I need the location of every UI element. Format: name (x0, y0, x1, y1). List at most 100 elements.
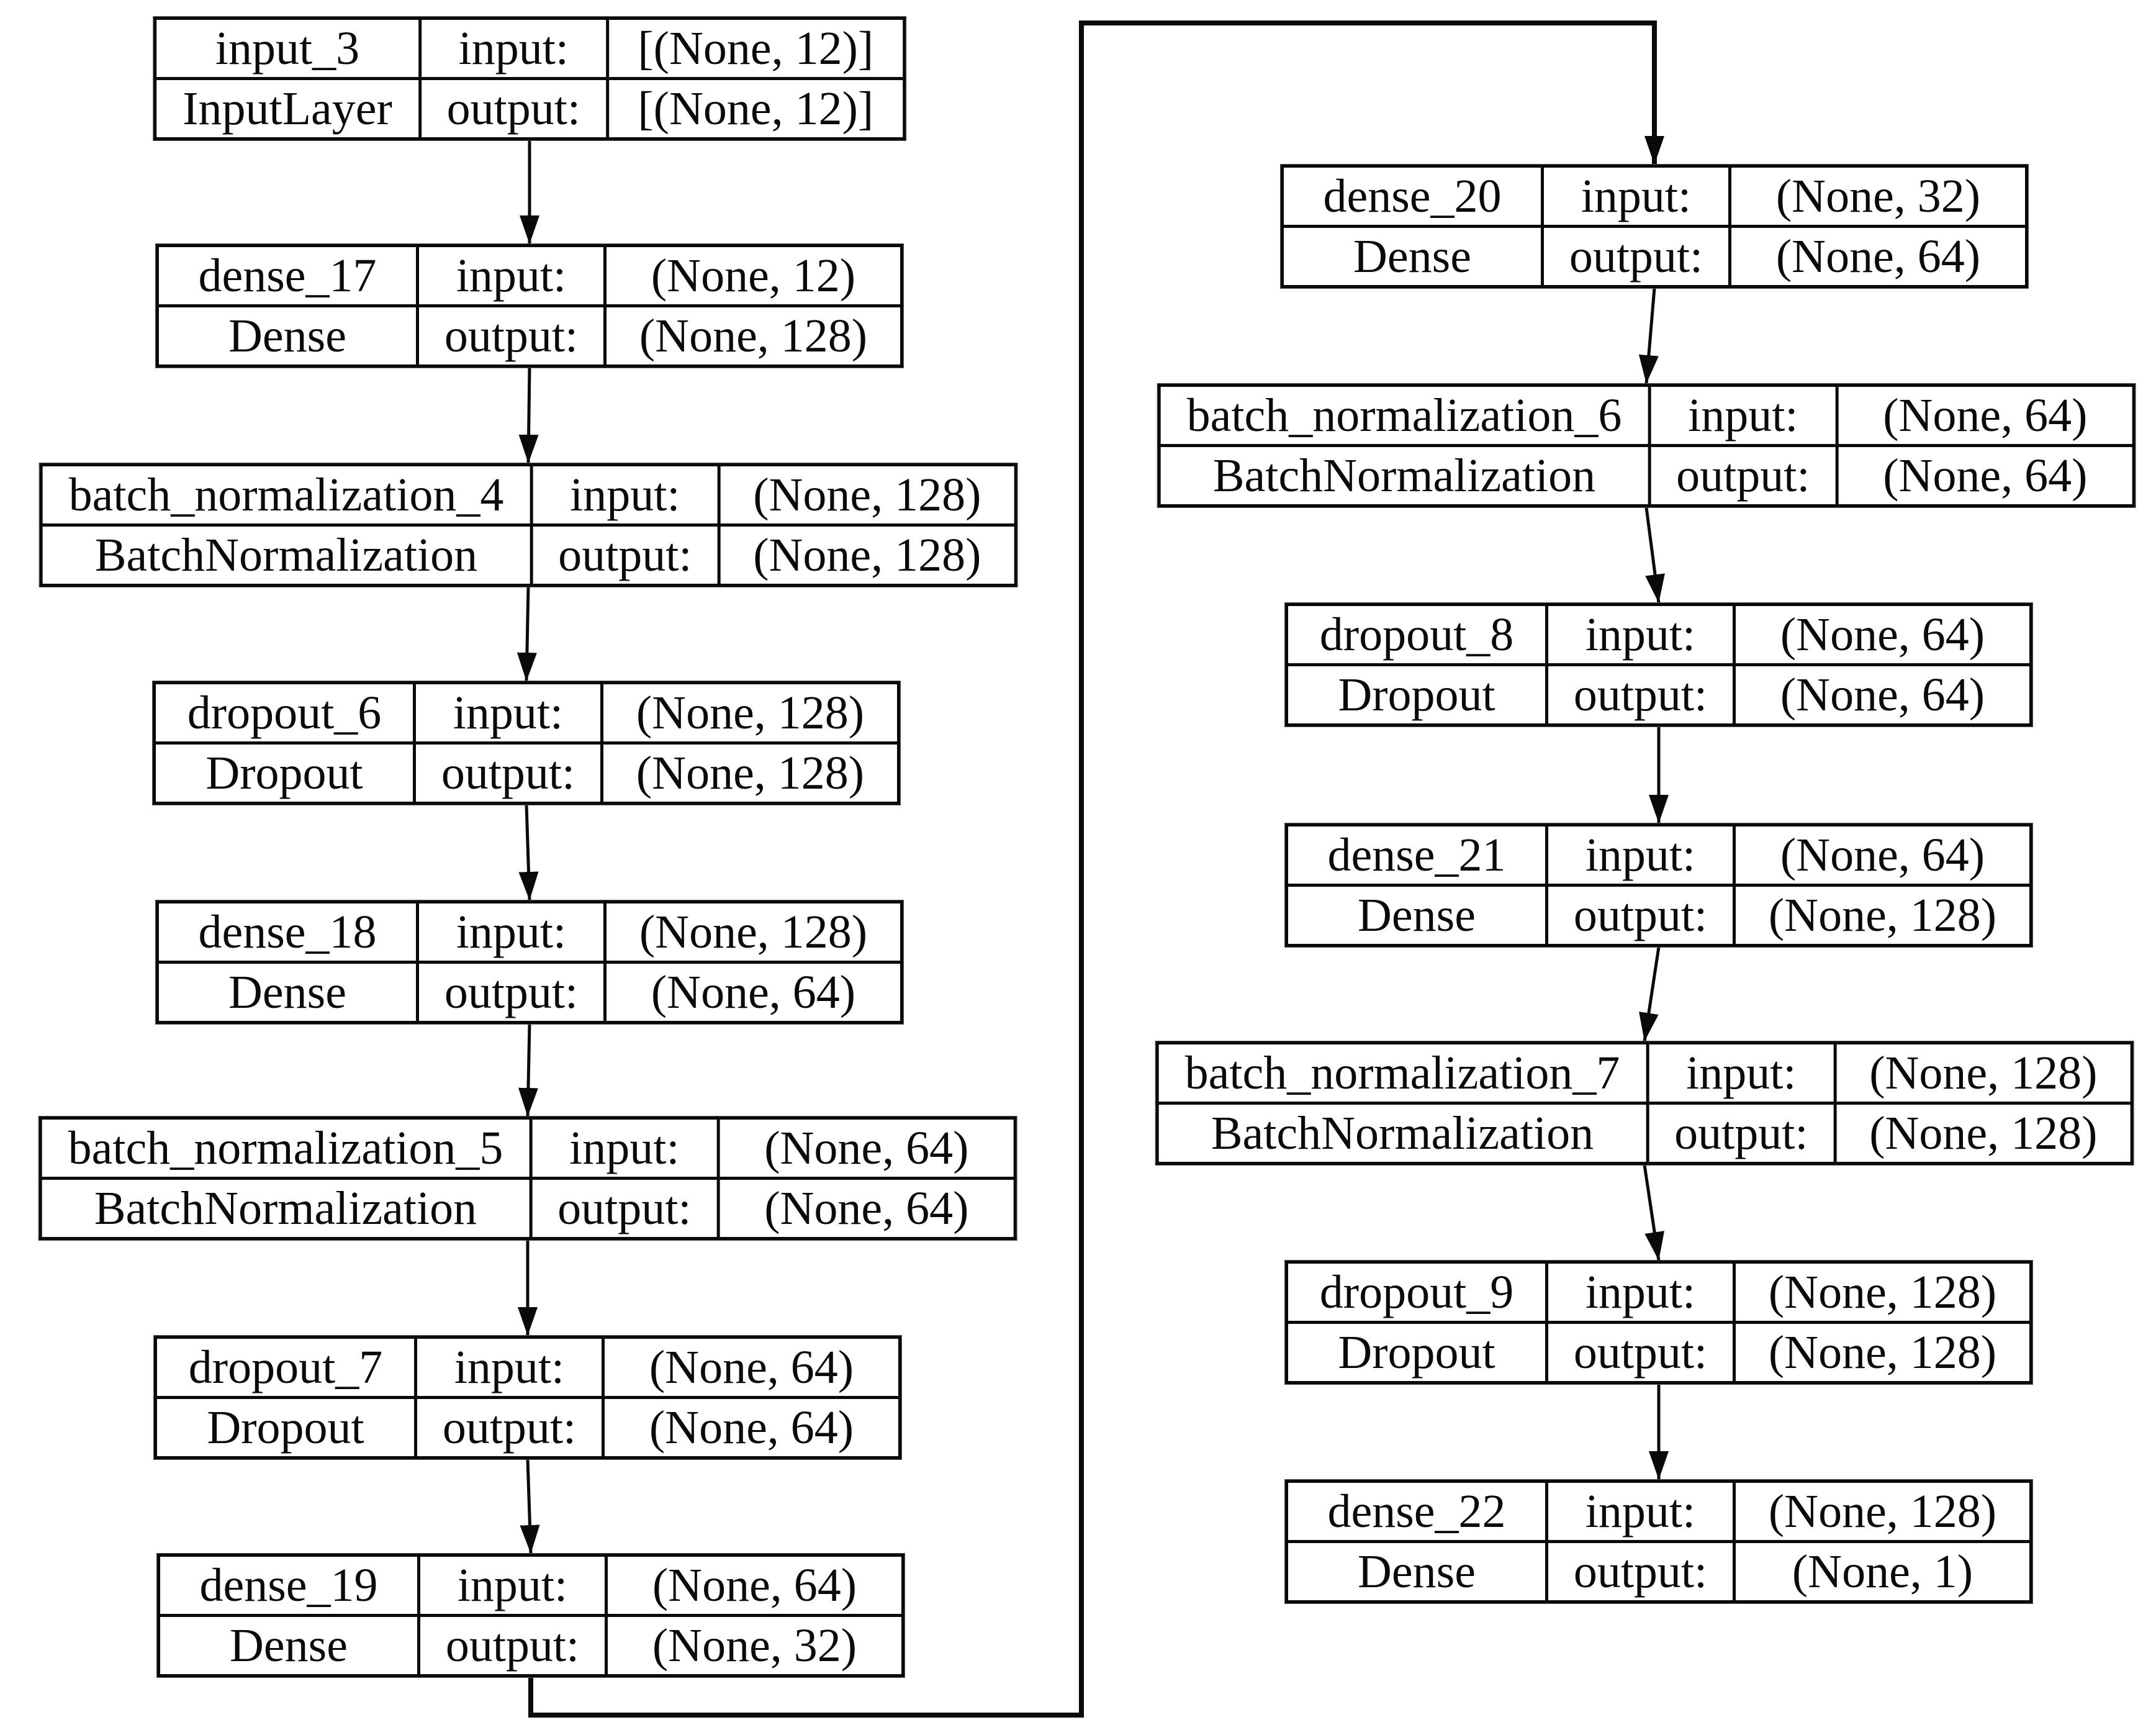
output-label-cell: output: (1545, 663, 1736, 727)
layer-type-cell: Dropout (1285, 1321, 1548, 1384)
layer-node-dense_22: dense_22 input: (None, 128) Dense output… (1285, 1480, 2032, 1603)
output-shape-cell: (None, 32) (605, 1614, 904, 1677)
layer-type-cell: BatchNormalization (1157, 444, 1651, 507)
layer-name-cell: dense_21 (1285, 823, 1548, 887)
layer-node-dropout_6: dropout_6 input: (None, 128) Dropout out… (153, 681, 900, 805)
input-label-cell: input: (413, 681, 603, 745)
layer-type-cell: InputLayer (153, 77, 422, 140)
input-shape-cell: (None, 12) (603, 244, 903, 307)
layer-name-cell: input_3 (153, 17, 422, 80)
layer-type-cell: BatchNormalization (38, 1177, 533, 1240)
layer-type-cell: Dense (156, 961, 419, 1024)
layer-type-cell: Dropout (153, 741, 416, 805)
edge-batch_normalization_6-to-dropout_8 (1644, 507, 1665, 604)
output-shape-cell: (None, 128) (600, 741, 900, 805)
layer-node-dense_21: dense_21 input: (None, 64) Dense output:… (1285, 823, 2032, 947)
input-label-cell: input: (418, 17, 609, 80)
input-shape-cell: (None, 64) (605, 1554, 904, 1617)
layer-name-cell: dropout_6 (153, 681, 416, 745)
layer-type-cell: Dense (1285, 1540, 1548, 1603)
layer-type-cell: Dense (156, 304, 419, 368)
input-shape-cell: (None, 128) (600, 681, 900, 745)
output-shape-cell: (None, 128) (1733, 884, 2032, 947)
output-label-cell: output: (1545, 884, 1736, 947)
layer-name-cell: dropout_7 (154, 1336, 417, 1399)
output-shape-cell: (None, 128) (1733, 1321, 2032, 1384)
input-label-cell: input: (530, 463, 721, 527)
edge-dense_18-to-batch_normalization_5 (518, 1023, 538, 1117)
output-shape-cell: (None, 64) (1733, 663, 2032, 727)
edge-batch_normalization_7-to-dropout_9 (1643, 1164, 1665, 1261)
output-shape-cell: (None, 64) (602, 1396, 901, 1459)
input-shape-cell: (None, 128) (1733, 1480, 2032, 1543)
skip-edge-dense_19-to-dense_20 (528, 20, 1664, 1718)
layer-type-cell: Dense (1281, 225, 1544, 288)
input-shape-cell: [(None, 12)] (605, 17, 906, 80)
input-label-cell: input: (1545, 1261, 1736, 1324)
layer-node-batch_normalization_6: batch_normalization_6 input: (None, 64) … (1157, 384, 2136, 507)
output-label-cell: output: (1648, 444, 1839, 507)
output-label-cell: output: (1541, 225, 1731, 288)
output-shape-cell: (None, 64) (716, 1177, 1017, 1240)
layer-name-cell: dropout_8 (1285, 603, 1548, 666)
layer-name-cell: batch_normalization_6 (1157, 384, 1651, 447)
layer-node-dropout_7: dropout_7 input: (None, 64) Dropout outp… (154, 1336, 901, 1459)
layer-name-cell: dense_22 (1285, 1480, 1548, 1543)
layer-name-cell: dense_18 (156, 900, 419, 964)
output-shape-cell: (None, 128) (603, 304, 903, 368)
edge-dropout_7-to-dense_19 (520, 1459, 540, 1554)
output-label-cell: output: (530, 523, 721, 587)
layer-name-cell: dense_20 (1281, 165, 1544, 228)
input-label-cell: input: (1545, 1480, 1736, 1543)
output-label-cell: output: (417, 1614, 608, 1677)
output-label-cell: output: (529, 1177, 720, 1240)
output-shape-cell: (None, 64) (1728, 225, 2028, 288)
input-label-cell: input: (417, 1554, 608, 1617)
output-label-cell: output: (416, 961, 607, 1024)
output-label-cell: output: (418, 77, 609, 140)
layer-type-cell: BatchNormalization (39, 523, 533, 587)
layer-node-batch_normalization_7: batch_normalization_7 input: (None, 128)… (1155, 1041, 2134, 1165)
input-shape-cell: (None, 128) (717, 463, 1017, 527)
input-shape-cell: (None, 64) (602, 1336, 901, 1399)
input-label-cell: input: (1646, 1041, 1837, 1105)
input-shape-cell: (None, 128) (1733, 1261, 2032, 1324)
output-shape-cell: (None, 64) (603, 961, 903, 1024)
edge-dense_21-to-batch_normalization_7 (1639, 946, 1661, 1042)
output-label-cell: output: (1545, 1540, 1736, 1603)
edge-dropout_6-to-dense_18 (518, 804, 539, 901)
edge-dense_17-to-batch_normalization_4 (518, 367, 539, 464)
edge-dense_20-to-batch_normalization_6 (1638, 288, 1659, 384)
input-shape-cell: (None, 64) (1733, 823, 2032, 887)
layer-name-cell: batch_normalization_7 (1155, 1041, 1649, 1105)
input-shape-cell: (None, 128) (603, 900, 903, 964)
input-shape-cell: (None, 64) (1835, 384, 2136, 447)
input-label-cell: input: (529, 1116, 720, 1180)
output-shape-cell: (None, 64) (1835, 444, 2136, 507)
layer-name-cell: batch_normalization_4 (39, 463, 533, 527)
input-label-cell: input: (1541, 165, 1731, 228)
layer-type-cell: BatchNormalization (1155, 1102, 1649, 1165)
output-label-cell: output: (1646, 1102, 1837, 1165)
layer-type-cell: Dropout (1285, 663, 1548, 727)
layer-name-cell: dense_19 (157, 1554, 420, 1617)
output-label-cell: output: (1545, 1321, 1736, 1384)
layer-node-batch_normalization_5: batch_normalization_5 input: (None, 64) … (38, 1116, 1017, 1240)
output-label-cell: output: (414, 1396, 605, 1459)
output-shape-cell: [(None, 12)] (605, 77, 906, 140)
output-label-cell: output: (413, 741, 603, 805)
output-shape-cell: (None, 128) (717, 523, 1017, 587)
layer-node-dense_17: dense_17 input: (None, 12) Dense output:… (156, 244, 903, 368)
input-shape-cell: (None, 128) (1833, 1041, 2134, 1105)
input-label-cell: input: (416, 900, 607, 964)
layer-node-dense_18: dense_18 input: (None, 128) Dense output… (156, 900, 903, 1024)
input-shape-cell: (None, 64) (1733, 603, 2032, 666)
output-shape-cell: (None, 128) (1833, 1102, 2134, 1165)
edge-batch_normalization_4-to-dropout_6 (516, 586, 537, 682)
input-label-cell: input: (416, 244, 607, 307)
layer-type-cell: Dense (157, 1614, 420, 1677)
layer-name-cell: dense_17 (156, 244, 419, 307)
layer-node-dropout_8: dropout_8 input: (None, 64) Dropout outp… (1285, 603, 2032, 727)
output-label-cell: output: (416, 304, 607, 368)
